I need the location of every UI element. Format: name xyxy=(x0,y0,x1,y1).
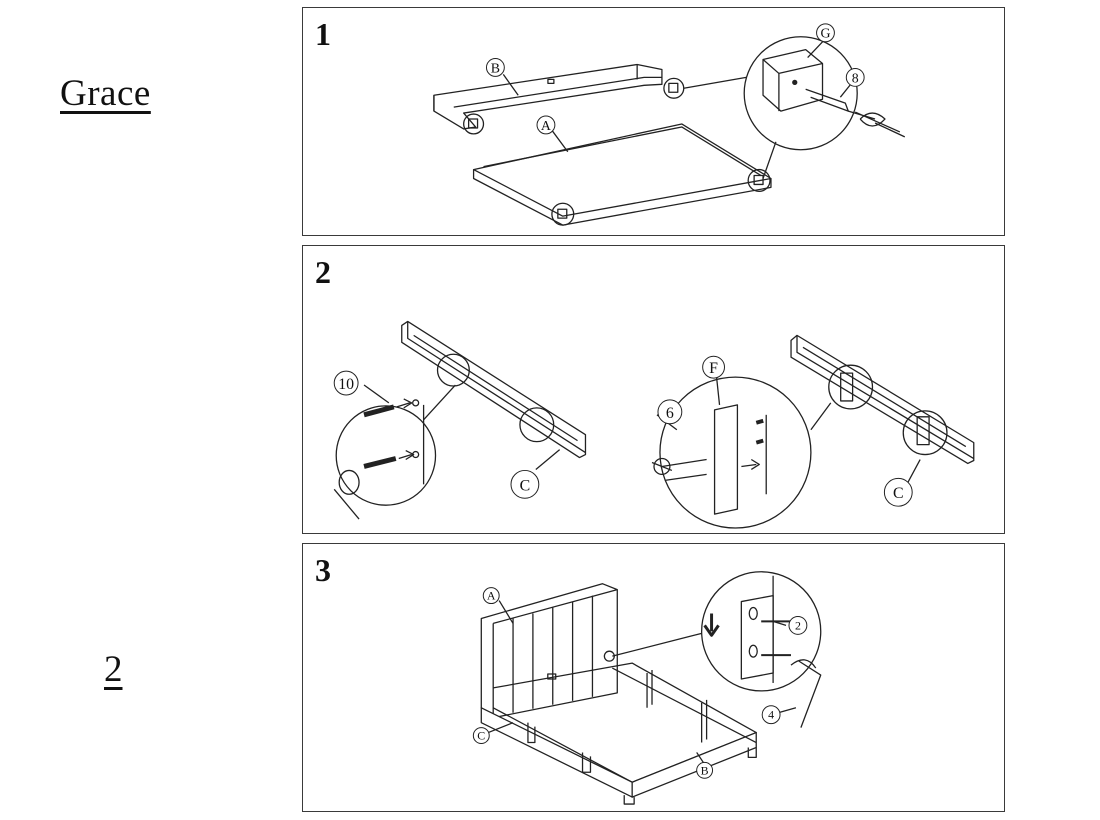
detail-magnifier xyxy=(743,36,858,151)
step-1-label-screw: 8 xyxy=(852,71,859,86)
step-3-number: 3 xyxy=(315,552,331,588)
step-2-label-screw: 6 xyxy=(666,405,674,422)
step-1-label-block: G xyxy=(820,27,830,42)
step-3-label-headboard: A xyxy=(487,589,496,603)
step-3-label-allen-key: 4 xyxy=(768,708,774,722)
step-1-label-frame: B xyxy=(491,61,500,76)
rail-c-left-drawing xyxy=(401,320,587,459)
step-2-label-rail-right: C xyxy=(893,485,904,502)
page-number: 2 xyxy=(104,649,123,690)
step-1-diagram: B A G 8 xyxy=(433,23,906,226)
step-2-label-slat: F xyxy=(709,360,718,377)
rail-c-right-drawing xyxy=(790,334,975,465)
step-2-diagram: 10 C 6 F C xyxy=(333,320,975,529)
board-a-drawing xyxy=(472,123,772,226)
step-2-label-dowel: 10 xyxy=(338,376,354,393)
step-3-diagram: A C B 2 4 xyxy=(472,571,822,805)
step-1-number: 1 xyxy=(315,16,331,52)
step-3-label-side-rail: C xyxy=(477,729,485,743)
frame-b-drawing xyxy=(433,63,663,130)
step-1-label-board: A xyxy=(541,119,551,134)
detail-magnifier xyxy=(700,571,822,692)
step-2-panel: 10 C 6 F C 2 xyxy=(302,245,1005,534)
detail-magnifier-right xyxy=(659,376,812,529)
step-3-label-bolt: 2 xyxy=(795,618,801,632)
detail-magnifier-left xyxy=(335,405,437,506)
step-2-number: 2 xyxy=(315,254,331,290)
step-3-panel: A C B 2 4 3 xyxy=(302,543,1005,812)
bed-base-drawing xyxy=(480,662,757,805)
step-3-label-frame: B xyxy=(701,763,709,777)
document-title: Grace xyxy=(60,73,151,114)
step-1-panel: B A G 8 1 xyxy=(302,7,1005,236)
step-2-label-rail-left: C xyxy=(520,477,531,494)
